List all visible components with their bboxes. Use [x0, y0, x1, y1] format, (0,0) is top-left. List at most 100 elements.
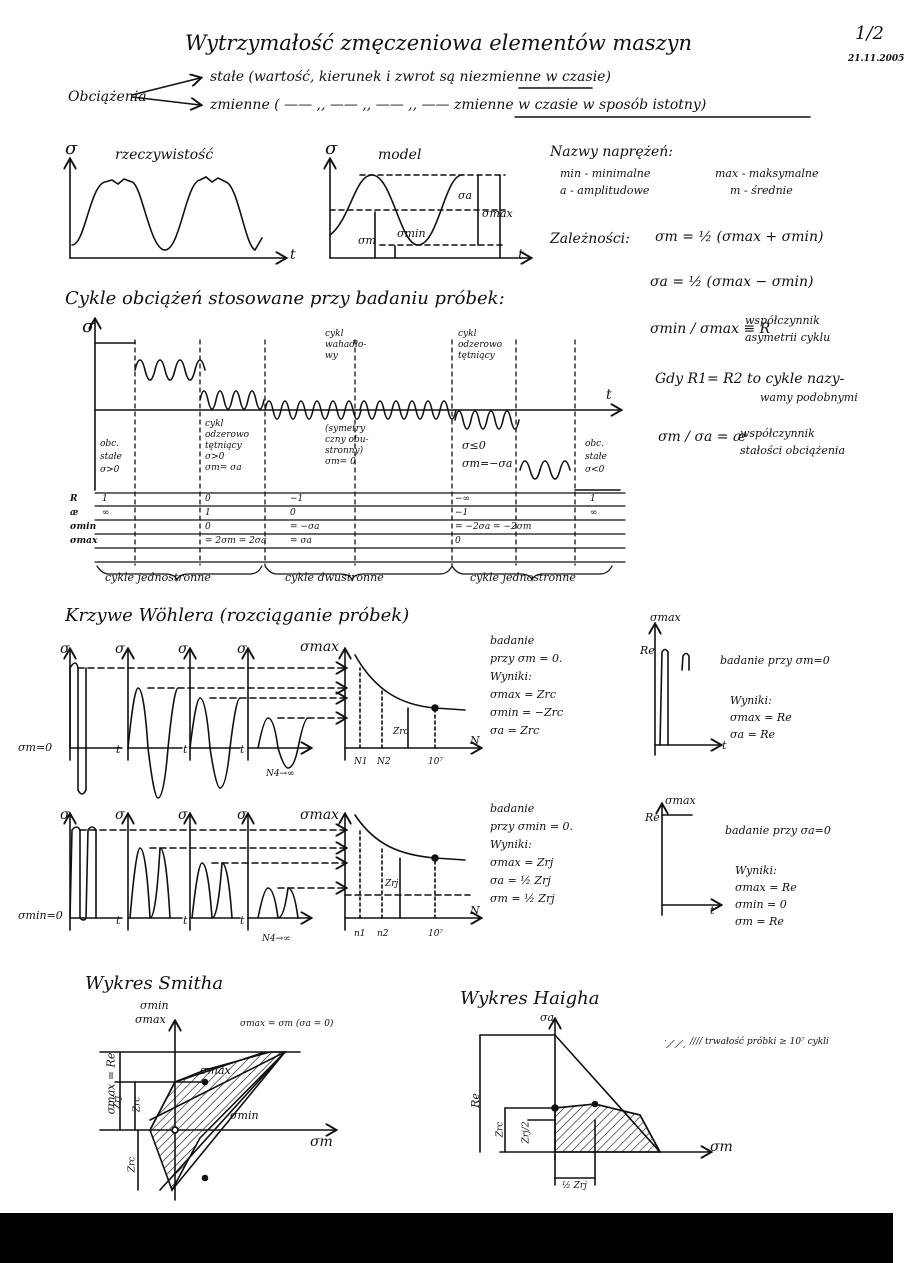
cycle-cell-1-1: 1: [205, 508, 211, 518]
cycle-row-label-0: R: [70, 494, 78, 504]
static-test-1: [655, 625, 720, 756]
model-sm: σm: [358, 234, 376, 247]
cycle-row-label-1: æ: [70, 508, 79, 518]
cycle2-label-3: σ>0: [205, 452, 225, 462]
haigh-zrc: Zrc: [495, 1121, 506, 1138]
w2-n1: n1: [354, 929, 366, 939]
w2-t-a: t: [116, 914, 121, 927]
cycle3-top-label-1: wahadło-: [325, 340, 367, 350]
cycle-cell-3-3: 0: [455, 536, 461, 546]
w1-t-c: t: [240, 743, 245, 756]
model-sa: σa: [458, 189, 473, 202]
cycle-cell-3-2: = σa: [290, 536, 312, 546]
w1-sigma-c: σ: [178, 641, 188, 657]
w2-sigma-b: σ: [115, 807, 125, 823]
test2-line-1: przy σmin = 0.: [490, 820, 574, 833]
date: 21.11.2005: [848, 54, 904, 64]
cycle3-label-1: czny obu-: [325, 435, 369, 445]
test2-line-2: Wyniki:: [490, 838, 532, 851]
static2-res-0: Wyniki:: [735, 864, 777, 877]
cycle5-label-1: stałe: [585, 452, 607, 462]
relation-mean: σm = ½ (σmax + σmin): [655, 229, 824, 245]
cycle2-label-0: cykl: [205, 419, 224, 429]
stress-min: min - minimalne: [560, 167, 651, 180]
similar-1: Gdy R1= R2 to cykle nazy-: [655, 371, 845, 387]
cycle1-label-2: σ>0: [100, 465, 120, 475]
cycle3-top-label-2: wy: [325, 351, 338, 361]
smith-corner: σmax = σm (σa = 0): [240, 1019, 334, 1029]
static2-re: Re: [645, 811, 660, 824]
smith-diagram: [99, 1022, 335, 1201]
w1-N2: N2: [377, 757, 391, 767]
r-name-2: asymetrii cyklu: [745, 331, 831, 344]
cycles-t: t: [606, 387, 612, 403]
stress-a: a - amplitudowe: [560, 184, 650, 197]
group-two-sided: cykle dwustronne: [285, 571, 384, 584]
smith-axis-y1: σmin: [140, 999, 169, 1012]
cycle5-label-0: obc.: [585, 439, 605, 449]
cycles-diagram: [95, 320, 626, 582]
w2-zrj: Zrj: [385, 879, 399, 889]
w2-sigma-a: σ: [60, 807, 70, 823]
cycle-cell-2-1: 0: [205, 522, 211, 532]
w2-n4: N4→∞: [262, 934, 291, 944]
cycle4-top-label-2: tętniący: [458, 351, 495, 361]
loads-variable: zmienne ( —— ,, —— ,, —— ,, —— zmienne w…: [210, 97, 707, 113]
haigh-axis-x: σm: [710, 1139, 733, 1155]
ratio-k: σm / σa = æ: [658, 429, 747, 445]
w2-sigma-c: σ: [178, 807, 188, 823]
cycle-cell-1-3: −1: [455, 508, 469, 518]
r-name-1: współczynnik: [745, 314, 820, 327]
model-smax: σmax: [482, 207, 513, 220]
cycle1-label-1: stałe: [100, 452, 122, 462]
haigh-legend: //// trwałość próbki ≥ 10⁷ cykli: [690, 1037, 829, 1047]
w1-n4: N4→∞: [266, 769, 295, 779]
model-plot: [330, 160, 530, 258]
cycle-cell-2-2: = −σa: [290, 522, 320, 532]
wohler-row-1: [70, 650, 480, 799]
k-name-1: współczynnik: [740, 427, 815, 440]
w1-sigma-a: σ: [60, 641, 70, 657]
haigh-half: ½ Zrj: [562, 1181, 587, 1191]
page-title: Wytrzymałość zmęczeniowa elementów maszy…: [185, 31, 693, 55]
cycle-cell-1-0: ∞: [102, 508, 110, 518]
smith-zrc-2: Zrc: [127, 1156, 138, 1173]
cycle3-label-3: σm= 0: [325, 457, 356, 467]
static1-res-0: Wyniki:: [730, 694, 772, 707]
group-one-sided-2: cykle jednostronne: [470, 571, 576, 584]
static2-res-1: σmax = Re: [735, 881, 797, 894]
w2-n2: n2: [377, 929, 389, 939]
cycle2-label-1: odzerowo: [205, 430, 250, 440]
cycle-cell-2-3: = −2σa = −2σm: [455, 522, 532, 532]
static2-label: badanie przy σa=0: [725, 824, 831, 837]
w1-N: N: [470, 734, 480, 747]
wohler-row-2: [70, 815, 480, 931]
loads-label: Obciążenia: [68, 89, 147, 105]
static1-label: badanie przy σm=0: [720, 654, 830, 667]
test2-line-3: σmax = Zrj: [490, 856, 554, 869]
static2-res-3: σm = Re: [735, 915, 784, 928]
w2-N: N: [470, 904, 480, 917]
smith-axis-y2: σmax: [135, 1013, 166, 1026]
w1-t-a: t: [116, 743, 121, 756]
test2-line-4: σa = ½ Zrj: [490, 874, 551, 887]
cycle1-label-0: obc.: [100, 439, 120, 449]
test2-line-5: σm = ½ Zrj: [490, 892, 555, 905]
haigh-axis-y: σa: [540, 1011, 555, 1024]
cycle-cell-1-2: 0: [290, 508, 296, 518]
test1-line-1: przy σm = 0.: [490, 652, 563, 665]
stress-max: max - maksymalne: [715, 167, 819, 180]
cycle-cell-3-1: = 2σm = 2σa: [205, 536, 267, 546]
static1-res-1: σmax = Re: [730, 711, 792, 724]
model-title: model: [378, 147, 422, 163]
cycle3-label-2: stronny): [325, 446, 364, 456]
static-test-2: [662, 805, 720, 916]
w2-smax: σmax: [300, 807, 340, 823]
cycle-cell-1-4: ∞: [590, 508, 598, 518]
cycle-row-label-2: σmin: [70, 522, 97, 532]
static1-t: t: [722, 739, 727, 752]
test1-line-2: Wyniki:: [490, 670, 532, 683]
cycle4-top-label-0: cykl: [458, 329, 477, 339]
cycles-sigma: σ: [82, 316, 95, 337]
similar-2: wamy podobnymi: [760, 391, 858, 404]
